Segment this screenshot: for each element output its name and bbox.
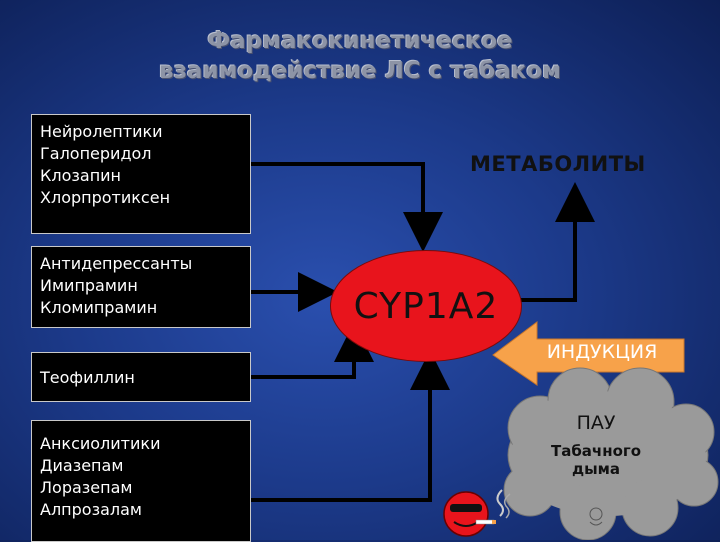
cloud-heading: ПАУ [576,412,616,434]
cloud-text: ПАУ Табачного дыма [536,412,656,478]
antidepressants-heading: Антидепрессанты [40,254,193,273]
arrow-theophylline [251,322,374,379]
arrow-anxiolytics [251,350,450,502]
anxiolytics-item: Алпрозалам [40,500,142,519]
neuroleptics-item: Хлорпротиксен [40,188,171,207]
box-neuroleptics: Нейролептики Галоперидол Клозапин Хлорпр… [31,114,251,234]
box-antidepressants: Антидепрессанты Имипрамин Кломипрамин [31,246,251,328]
anxiolytics-heading: Анксиолитики [40,434,161,453]
neuroleptics-heading: Нейролептики [40,122,163,141]
enzyme-label: CYP1A2 [353,285,499,327]
slide-title: Фармакокинетическое взаимодействие ЛС с … [80,26,640,86]
anxiolytics-item: Диазепам [40,456,124,475]
anxiolytics-item: Лоразепам [40,478,133,497]
antidepressants-item: Имипрамин [40,276,138,295]
title-line-1: Фармакокинетическое [207,28,513,54]
box-anxiolytics: Анксиолитики Диазепам Лоразепам Алпрозал… [31,420,251,542]
cloud-line-2: дыма [571,460,621,478]
neuroleptics-item: Галоперидол [40,144,152,163]
cyp1a2-enzyme: CYP1A2 [330,250,522,362]
cloud-line-1: Табачного [550,442,642,460]
arrow-neuroleptics [251,162,443,252]
induction-label: ИНДУКЦИЯ [546,341,658,363]
neuroleptics-item: Клозапин [40,166,122,185]
theophylline-label: Теофиллин [40,368,135,387]
box-theophylline: Теофиллин [31,352,251,402]
metabolites-label: МЕТАБОЛИТЫ [470,152,646,176]
antidepressants-item: Кломипрамин [40,298,158,317]
smoking-smiley-icon [443,489,511,537]
title-line-2: взаимодействие ЛС с табаком [159,58,561,84]
arrow-to-metabolites [512,182,595,302]
